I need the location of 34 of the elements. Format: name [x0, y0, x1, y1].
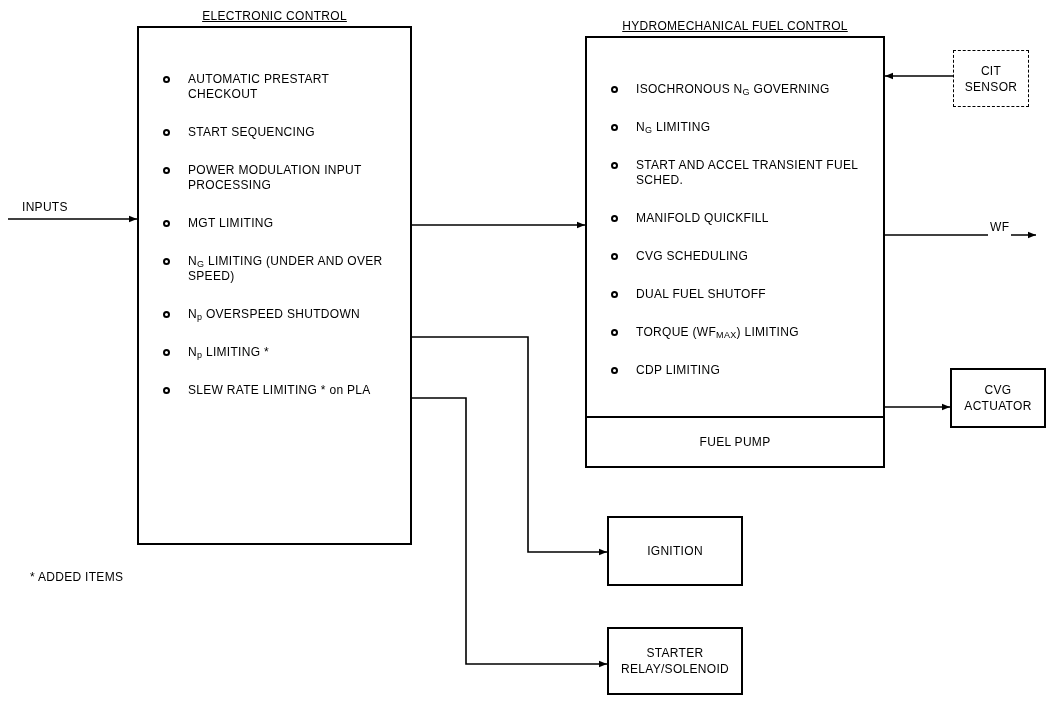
arrow	[411, 336, 608, 556]
box-label: IGNITION	[646, 543, 704, 559]
list-item: N$_{G}$ LIMITING	[636, 120, 711, 135]
list-item: CVG SCHEDULING	[636, 249, 749, 264]
component-box	[607, 516, 743, 586]
block-heading: HYDROMECHANICAL FUEL CONTROL	[622, 18, 848, 35]
list-item: ISOCHRONOUS N$_{G}$ GOVERNING	[636, 82, 830, 97]
arrow	[411, 397, 608, 668]
box-label: CVG ACTUATOR	[963, 382, 1033, 414]
list-item: TORQUE (WF$_{MAX}$) LIMITING	[636, 325, 799, 340]
list-item: START SEQUENCING	[188, 125, 315, 140]
list-item: AUTOMATIC PRESTART CHECKOUT	[188, 72, 330, 102]
arrow	[411, 221, 586, 229]
list-item: SLEW RATE LIMITING * on PLA	[188, 383, 371, 398]
footnote: * ADDED ITEMS	[30, 569, 124, 586]
list-item: MANIFOLD QUICKFILL	[636, 211, 769, 226]
box-label: STARTER RELAY/SOLENOID	[620, 645, 730, 677]
list-item: POWER MODULATION INPUT PROCESSING	[188, 163, 363, 193]
list-item: MGT LIMITING	[188, 216, 274, 231]
arrow	[884, 403, 951, 411]
component-box	[950, 368, 1046, 428]
arrow	[7, 215, 138, 223]
component-box	[607, 627, 743, 695]
arrow	[884, 72, 954, 80]
box-label: CIT SENSOR	[963, 62, 1019, 95]
block-heading: ELECTRONIC CONTROL	[202, 8, 347, 25]
list-item: N$_{G}$ LIMITING (UNDER AND OVER SPEED)	[188, 254, 384, 284]
list-item: START AND ACCEL TRANSIENT FUEL SCHED.	[636, 158, 859, 188]
box-label: FUEL PUMP	[698, 434, 772, 450]
list-item: CDP LIMITING	[636, 363, 721, 378]
list-item: N$_{p}$ LIMITING *	[188, 345, 269, 360]
component-box	[953, 50, 1029, 107]
list-item: DUAL FUEL SHUTOFF	[636, 287, 766, 302]
list-item: N$_{p}$ OVERSPEED SHUTDOWN	[188, 307, 360, 322]
